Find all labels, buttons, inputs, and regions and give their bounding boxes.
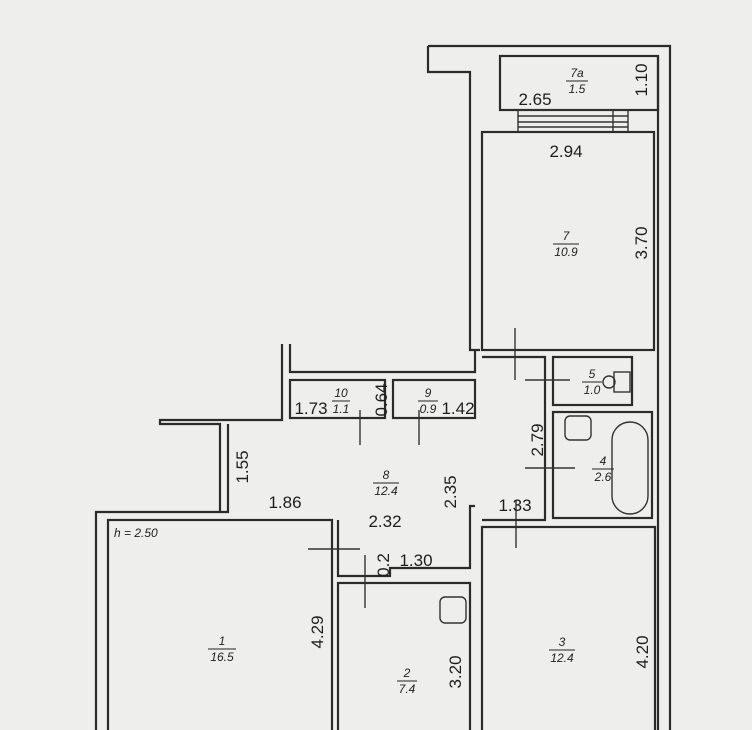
svg-text:4: 4 (600, 454, 607, 468)
svg-text:1: 1 (219, 634, 226, 648)
room-8-label: 812.4 (373, 468, 399, 498)
svg-text:7: 7 (563, 229, 571, 243)
room-1-label: 116.5 (208, 634, 236, 664)
svg-text:9: 9 (425, 386, 432, 400)
svg-text:3: 3 (559, 635, 566, 649)
dim-room7-length: 3.70 (632, 226, 651, 259)
dimension-labels: 2.65 1.10 2.94 3.70 1.73 0.64 1.42 2.79 … (233, 63, 652, 688)
dim-hall-right: 1.33 (498, 496, 531, 515)
dim-balcony-depth: 1.10 (632, 63, 651, 96)
dim-hall-middle: 2.32 (368, 512, 401, 531)
room-4-label: 42.6 (592, 454, 614, 484)
svg-text:16.5: 16.5 (210, 650, 234, 664)
dim-corridor-length: 2.79 (528, 423, 547, 456)
dim-hall-length: 2.35 (441, 475, 460, 508)
dim-room10-width: 1.73 (294, 399, 327, 418)
room-5-label: 51.0 (582, 367, 602, 397)
svg-text:12.4: 12.4 (550, 651, 574, 665)
ceiling-height: h = 2.50 (114, 526, 158, 540)
dim-room3-length: 4.20 (633, 635, 652, 668)
room-3-label: 312.4 (549, 635, 575, 665)
svg-text:7.4: 7.4 (399, 682, 416, 696)
svg-text:1.1: 1.1 (333, 402, 350, 416)
svg-text:2.6: 2.6 (594, 470, 612, 484)
svg-text:1.0: 1.0 (584, 383, 601, 397)
room-9-label: 90.9 (418, 386, 438, 416)
svg-text:2: 2 (403, 666, 411, 680)
svg-text:7a: 7a (570, 66, 584, 80)
dim-balcony-width: 2.65 (518, 90, 551, 109)
dim-room1-length: 4.29 (308, 615, 327, 648)
dim-hall-left: 1.55 (233, 450, 252, 483)
dim-closet-depth: 0.64 (372, 383, 391, 416)
svg-text:5: 5 (589, 367, 596, 381)
svg-text:0.9: 0.9 (420, 402, 437, 416)
svg-text:1.5: 1.5 (569, 82, 586, 96)
walls (94, 44, 672, 730)
dim-hall-width: 1.86 (268, 493, 301, 512)
svg-text:10: 10 (334, 386, 348, 400)
dim-room7-width: 2.94 (549, 142, 582, 161)
dim-wall-step: 0.2 (374, 553, 393, 577)
room-7-label: 710.9 (553, 229, 579, 259)
room-2-label: 27.4 (397, 666, 417, 696)
dim-room2-length: 3.20 (446, 655, 465, 688)
room-10-label: 101.1 (332, 386, 350, 416)
svg-text:8: 8 (383, 468, 390, 482)
room-labels: 7a1.5 710.9 51.0 42.6 101.1 90.9 812.4 1… (114, 66, 614, 696)
svg-text:12.4: 12.4 (374, 484, 398, 498)
dim-room2-width: 1.30 (399, 551, 432, 570)
dim-room9-width: 1.42 (441, 399, 474, 418)
room-7a-label: 7a1.5 (566, 66, 588, 96)
svg-text:10.9: 10.9 (554, 245, 578, 259)
